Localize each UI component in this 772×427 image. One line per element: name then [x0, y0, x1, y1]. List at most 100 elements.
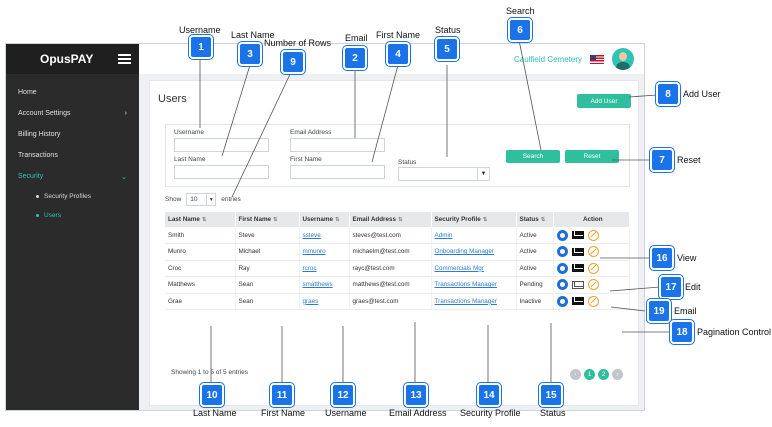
- email-icon[interactable]: [571, 247, 584, 256]
- view-icon[interactable]: [556, 229, 568, 241]
- cell-security-profile-link[interactable]: Commercials Mgr: [431, 260, 517, 277]
- cell-username-link[interactable]: smatthews: [299, 276, 350, 294]
- edit-icon[interactable]: [587, 262, 599, 274]
- cell-last-name: Croc: [165, 260, 236, 277]
- column-header-first-name[interactable]: First Name⇅: [235, 212, 300, 227]
- header-label: Last Name: [168, 216, 200, 223]
- us-flag-icon[interactable]: [590, 54, 604, 64]
- view-icon[interactable]: [556, 262, 568, 274]
- sort-icon[interactable]: ⇅: [334, 217, 340, 223]
- callout-1: 1: [189, 35, 213, 59]
- filter-panel: Username Email Address Last Name First N…: [165, 124, 630, 187]
- sidebar-item-billing-history[interactable]: Billing History: [6, 124, 139, 145]
- email-icon[interactable]: [571, 264, 584, 273]
- column-header-last-name[interactable]: Last Name⇅: [165, 212, 236, 227]
- rows-per-page-select[interactable]: 10▼: [186, 193, 217, 206]
- view-icon[interactable]: [556, 295, 568, 307]
- cell-username-link[interactable]: ssteve: [299, 227, 350, 244]
- column-header-security-profile[interactable]: Security Profile⇅: [431, 212, 517, 227]
- sidebar-subitem-users[interactable]: Users: [6, 206, 139, 225]
- edit-icon[interactable]: [587, 279, 599, 291]
- last-name-label: Last Name: [174, 156, 206, 163]
- sort-icon[interactable]: ⇅: [540, 217, 546, 223]
- first-name-input[interactable]: [290, 165, 385, 179]
- cell-security-profile-link[interactable]: Transactions Manager: [431, 276, 517, 294]
- callout-label-12: Username: [325, 408, 367, 418]
- callout-number: 14: [483, 389, 495, 401]
- last-name-input[interactable]: [174, 165, 269, 179]
- callout-label-16: View: [677, 253, 697, 263]
- header-label: Action: [582, 216, 603, 223]
- view-icon[interactable]: [556, 246, 568, 258]
- cell-first-name: Ray: [235, 260, 300, 277]
- column-header-username[interactable]: Username⇅: [299, 212, 350, 227]
- edit-icon[interactable]: [587, 246, 599, 258]
- callout-label-13: Email Address: [389, 408, 447, 418]
- pagination-page-1[interactable]: 1: [584, 369, 595, 380]
- chevron-down-icon: ▼: [206, 194, 215, 205]
- sidebar-subitem-security-profiles[interactable]: Security Profiles: [6, 187, 139, 206]
- callout-number: 12: [337, 389, 349, 401]
- first-name-label: First Name: [290, 156, 322, 163]
- callout-label-11: First Name: [261, 408, 306, 418]
- callout-number: 6: [517, 24, 523, 36]
- cell-first-name: Steve: [235, 227, 300, 244]
- org-name[interactable]: Caulfield Cemetery: [513, 54, 582, 64]
- cell-email: michaelm@test.com: [349, 243, 432, 261]
- callout-2: 2: [343, 46, 367, 70]
- view-icon[interactable]: [556, 279, 568, 291]
- email-icon[interactable]: [571, 280, 584, 289]
- cell-username-link[interactable]: mmunro: [299, 243, 350, 261]
- pagination-prev[interactable]: ‹: [570, 369, 581, 380]
- cell-email: graes@test.com: [349, 293, 432, 310]
- reset-button[interactable]: Reset: [565, 150, 619, 163]
- sidebar-item-home[interactable]: Home: [6, 82, 139, 103]
- chevron-right-icon: ›: [124, 110, 127, 117]
- cell-username-link[interactable]: graes: [299, 293, 350, 310]
- app-window: OpusPAY Home Account Settings› Billing H…: [5, 43, 645, 411]
- edit-icon[interactable]: [587, 295, 599, 307]
- avatar[interactable]: [612, 48, 634, 70]
- callout-label-10: Last Name: [193, 408, 237, 418]
- callout-4: 4: [386, 42, 410, 66]
- email-icon[interactable]: [571, 231, 584, 239]
- edit-icon[interactable]: [587, 229, 599, 241]
- sort-icon[interactable]: ⇅: [482, 217, 488, 223]
- email-input[interactable]: [290, 138, 385, 152]
- add-user-button[interactable]: Add User: [577, 94, 631, 108]
- cell-security-profile-link[interactable]: Transactions Manager: [431, 293, 517, 310]
- search-button[interactable]: Search: [506, 150, 560, 163]
- cell-security-profile-link[interactable]: Onboarding Manager: [431, 243, 517, 261]
- callout-number: 13: [410, 389, 422, 401]
- cell-security-profile-link[interactable]: Admin: [431, 227, 517, 244]
- header-label: Email Address: [352, 216, 397, 223]
- cell-first-name: Sean: [235, 276, 300, 294]
- pagination-page-2[interactable]: 2: [598, 369, 609, 380]
- callout-3: 3: [238, 42, 262, 66]
- sidebar-item-transactions[interactable]: Transactions: [6, 145, 139, 166]
- sort-icon[interactable]: ⇅: [398, 217, 403, 223]
- sort-icon[interactable]: ⇅: [273, 217, 278, 223]
- sidebar-item-label: Transactions: [18, 152, 58, 159]
- callout-label-15: Status: [540, 408, 566, 418]
- pagination-next[interactable]: ›: [612, 369, 623, 380]
- chevron-down-icon: ⌄: [121, 173, 127, 181]
- users-card: Users Add User Username Email Address La…: [149, 80, 639, 406]
- menu-icon[interactable]: [118, 54, 131, 64]
- bullet-icon: [36, 214, 39, 217]
- cell-actions: [553, 260, 630, 277]
- chevron-down-icon: ▼: [477, 168, 489, 180]
- cell-username-link[interactable]: rcroc: [299, 260, 350, 277]
- header-label: Security Profile: [434, 216, 481, 223]
- sidebar-item-security[interactable]: Security⌄: [6, 166, 139, 187]
- column-header-email[interactable]: Email Address⇅: [349, 212, 432, 227]
- cell-status: Active: [516, 227, 554, 244]
- column-header-status[interactable]: Status⇅: [516, 212, 554, 227]
- email-icon[interactable]: [571, 297, 584, 306]
- sidebar-item-account-settings[interactable]: Account Settings›: [6, 103, 139, 124]
- username-input[interactable]: [174, 138, 269, 152]
- status-select[interactable]: ▼: [398, 167, 490, 181]
- rows-per-page: Show 10▼ entries: [165, 193, 241, 206]
- sort-icon[interactable]: ⇅: [201, 217, 207, 223]
